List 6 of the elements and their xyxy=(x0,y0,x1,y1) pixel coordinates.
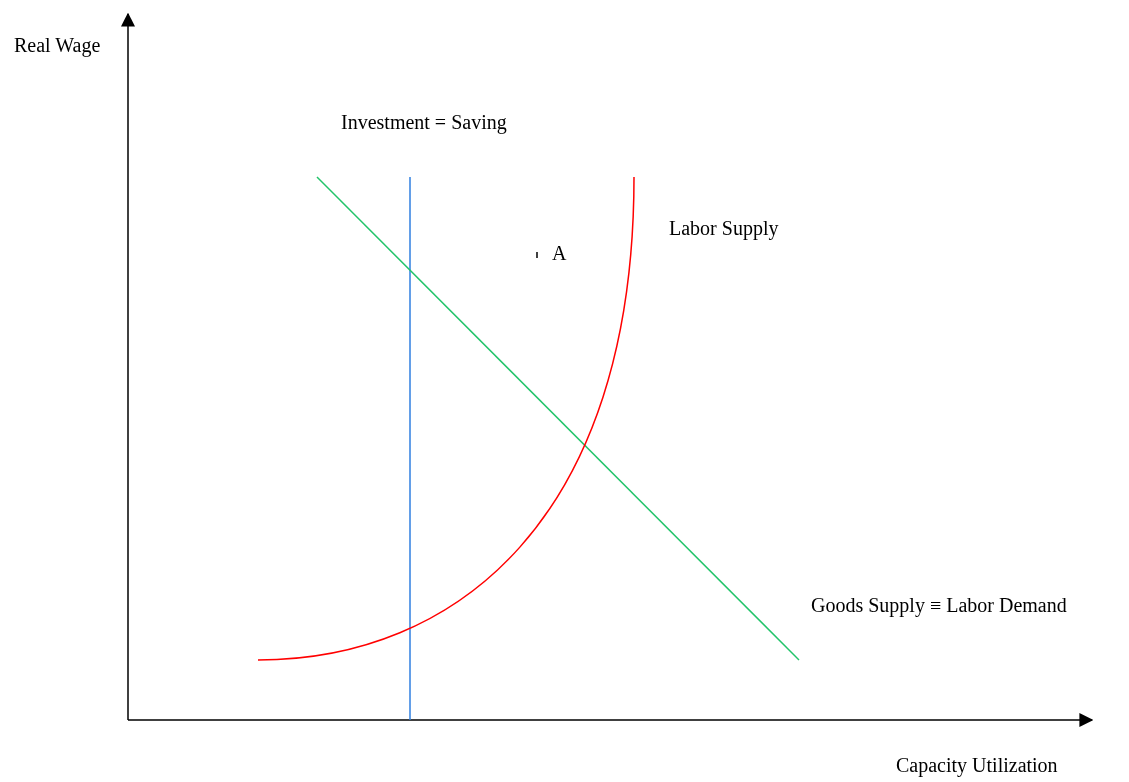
axis-label: Capacity Utilization xyxy=(896,754,1058,777)
axis-label: Real Wage xyxy=(14,34,101,57)
curve-label: Investment = Saving xyxy=(341,111,507,134)
curve-label: Labor Supply xyxy=(669,217,779,240)
point-label: A xyxy=(552,242,567,265)
curve-label: Goods Supply ≡ Labor Demand xyxy=(811,594,1067,617)
